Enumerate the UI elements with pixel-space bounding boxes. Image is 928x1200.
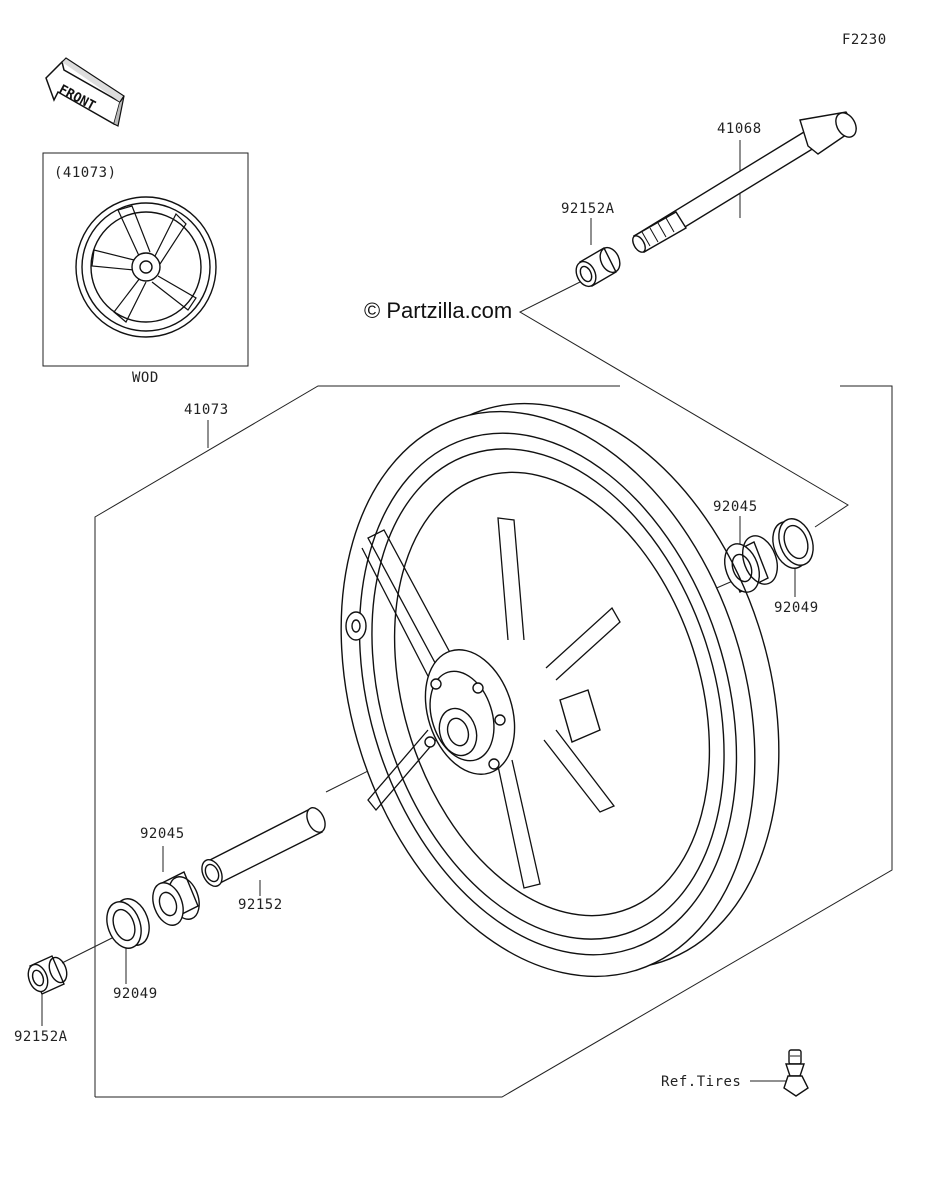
axle-41068 <box>632 111 857 253</box>
diagram-code: F2230 <box>842 32 887 48</box>
wheel-41073 <box>340 402 780 978</box>
collar-92152a-bottom <box>27 955 68 995</box>
spacer-92152 <box>201 807 326 887</box>
label-92152: 92152 <box>238 897 283 913</box>
label-ref-tires: Ref.Tires <box>661 1074 741 1090</box>
leader-lines <box>41 140 893 1098</box>
label-92045-right: 92045 <box>713 499 758 515</box>
valve-stem-icon <box>783 1049 809 1097</box>
label-41068: 41068 <box>717 121 762 137</box>
watermark: © Partzilla.com <box>364 298 512 323</box>
label-92049-right: 92049 <box>774 600 819 616</box>
bearing-92045-right <box>724 535 778 593</box>
inset-wheel-icon <box>75 196 217 338</box>
inset-ref-label: (41073) <box>54 165 117 181</box>
collar-92152a-top <box>575 246 621 288</box>
label-92152a-bottom: 92152A <box>14 1029 68 1045</box>
inset-caption: WOD <box>132 370 159 386</box>
label-92045-left: 92045 <box>140 826 185 842</box>
wheel-inset: (41073) WOD <box>42 152 249 386</box>
label-92152a-top: 92152A <box>561 201 615 217</box>
front-arrow-icon: FRONT <box>45 57 125 127</box>
seal-92049-right <box>772 518 814 569</box>
bearing-92045-left <box>152 871 200 926</box>
label-92049-left: 92049 <box>113 986 158 1002</box>
label-41073: 41073 <box>184 402 229 418</box>
seal-92049-left <box>106 898 150 949</box>
